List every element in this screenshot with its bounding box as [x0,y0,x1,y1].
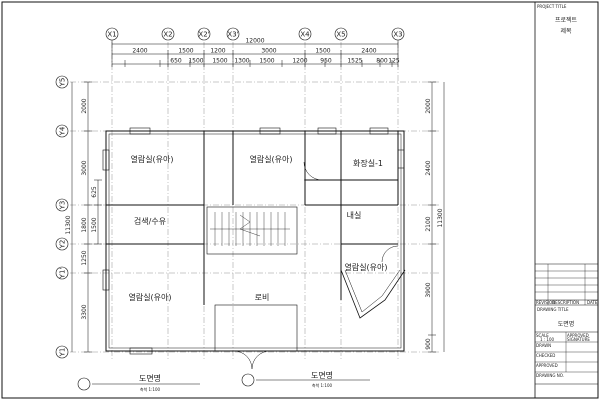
dim-left-4: 3300 [81,304,88,319]
rev-header-revision: REVISION [536,300,555,305]
dim-top-2-5: 1200 [292,58,307,65]
dim-right-total: 11300 [437,208,444,227]
dim-left-2: 1800 [81,217,88,232]
info-approved2-label: APPROVED [536,363,558,368]
dim-top-2-7: 1525 [347,58,362,65]
room-label-1: 열람실(유아) [130,154,173,164]
dim-top-1-5: 2400 [361,48,376,55]
drawing-title-label: DRAWING TITLE [537,307,569,312]
dim-left-total: 11300 [65,215,72,234]
dim-top-1-4: 1500 [315,48,330,55]
caption-2-title: 도면명 [311,370,333,380]
dim-top-2-4: 1500 [259,58,274,65]
dim-top-1-3: 3000 [261,48,276,55]
floor-plan: X1 X2 X2' X3' X4 X5 X3 Y5 Y4 Y3 Y2 Y1' Y… [55,27,445,392]
dim-top-2-6: 950 [320,58,332,65]
dim-top-1-2: 1200 [210,48,225,55]
dim-top-2-8: 800 [376,58,388,65]
room-label-8: 로비 [255,293,270,302]
axis-label-x3p: X3' [227,31,238,39]
room-label-4: 검색/수유 [134,216,166,226]
axis-label-y4: Y4 [59,126,67,136]
caption-1-title: 도면명 [139,373,161,383]
grid-lines [70,42,440,360]
dim-top-2-1: 1500 [188,58,203,65]
windows [102,127,405,355]
caption-2-scale: 축척 1:100 [312,382,333,388]
dim-total-width: 12000 [245,38,264,45]
info-drawn-label: DRAWN [536,343,551,348]
axis-bubble-y1p [55,266,69,280]
axis-bubble-x5 [334,27,348,41]
row-axis-markers [55,75,69,359]
project-subtitle: 제목 [560,27,572,35]
axis-label-y5: Y5 [59,78,67,88]
right-dimension-lines [428,81,445,353]
caption-1-scale: 축척 1:100 [140,386,161,392]
axis-label-y2: Y2 [59,240,67,250]
axis-label-y1: Y1 [59,348,67,358]
axis-label-x2: X2 [163,31,172,39]
title-block: PROJECT TITLE 프로젝트 제목 REVISION DESCRIPTI… [534,2,598,398]
rev-header-date: DATE [587,300,598,305]
room-label-5: 내실 [347,210,362,220]
axis-label-x2p: X2' [198,31,209,39]
info-approved-label: APPROVED [567,333,589,338]
dim-right-0: 2000 [425,98,432,113]
axis-label-y3: Y3 [59,201,67,211]
doors [233,161,399,370]
axis-bubble-x2p [197,27,211,41]
axis-bubble-y4 [55,124,69,138]
left-dimension-lines [71,81,102,353]
axis-bubble-y2 [55,237,69,251]
axis-label-x5: X5 [336,31,345,39]
caption-1: 도면명 축척 1:100 [77,373,200,392]
axis-bubble-x4 [298,27,312,41]
room-label-3: 화장실-1 [353,158,383,168]
room-label-7: 열람실(유아) [128,292,171,302]
drawing-title: 도면명 [558,320,575,328]
dim-top-2-9: 125 [388,58,400,65]
axis-bubble-y3 [55,198,69,212]
info-drawing-no-label: DRAWING NO. [536,373,564,378]
dim-right-3: 3900 [425,282,432,297]
dim-top-1-1: 1500 [178,48,193,55]
dim-top-1-0: 2400 [132,48,147,55]
dim-top-2-3: 1300 [234,58,249,65]
axis-bubble-y1 [55,345,69,359]
project-title: 프로젝트 [555,16,578,24]
column-axis-markers [105,27,405,41]
dim-left-3: 1250 [81,250,88,265]
axis-label-x3: X3 [393,31,402,39]
dim-right-1: 2400 [425,160,432,175]
axis-label-x4: X4 [300,31,310,39]
info-scale-value: 1 : 100 [540,337,555,342]
dim-left-0: 2000 [81,98,88,113]
dim-right-2: 2100 [425,216,432,231]
top-dimension-lines [111,40,399,67]
dim-left-inner-0: 625 [91,186,98,198]
dim-left-1: 3000 [81,160,88,175]
dim-top-2-0: 650 [170,58,182,65]
dim-top-2-2: 1500 [212,58,227,65]
dim-left-inner-1: 1500 [91,217,98,232]
dim-right-4: 900 [425,338,432,350]
info-checked-label: CHECKED [536,353,555,358]
axis-bubble-x3p [226,27,240,41]
rev-header-description: DESCRIPTION [552,300,579,305]
room-label-2: 열람실(유아) [249,154,292,164]
axis-bubble-x2 [161,27,175,41]
stairs [210,212,290,246]
room-label-6: 열람실(유아) [344,262,387,272]
axis-label-y1p: Y1' [59,268,67,280]
title-header-label: PROJECT TITLE [537,4,567,9]
axis-label-x1: X1 [107,31,116,39]
info-signature-label: SIGNATURE [567,337,590,342]
axis-bubble-y5 [55,75,69,89]
info-scale-label: SCALE [536,333,549,338]
caption-2: 도면명 축척 1:100 [241,370,370,388]
